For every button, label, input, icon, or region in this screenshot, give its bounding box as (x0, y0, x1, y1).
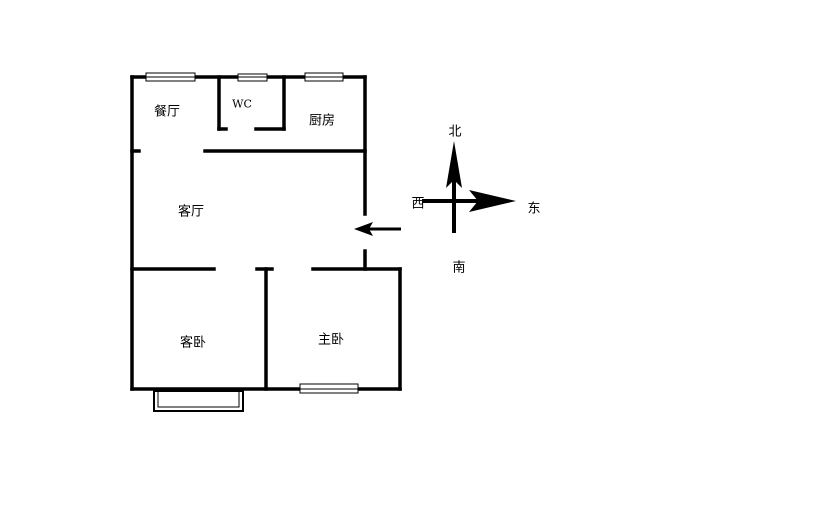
room-label-living: 客厅 (177, 204, 205, 220)
walls (130, 75, 402, 391)
room-label-wc: WC (232, 97, 252, 111)
balcony (153, 390, 244, 412)
compass-icon (422, 141, 516, 233)
compass-east-label: 东 (527, 201, 541, 217)
room-label-kitchen: 厨房 (308, 113, 336, 129)
compass-south-label: 南 (452, 260, 466, 276)
windows (145, 72, 359, 394)
room-label-master-bedroom: 主卧 (317, 332, 345, 348)
compass-west-label: 西 (411, 196, 425, 212)
entrance-arrow-icon (354, 222, 401, 236)
room-label-guest-bedroom: 客卧 (179, 335, 207, 351)
room-label-dining: 餐厅 (153, 104, 181, 120)
compass-north-label: 北 (448, 124, 462, 140)
